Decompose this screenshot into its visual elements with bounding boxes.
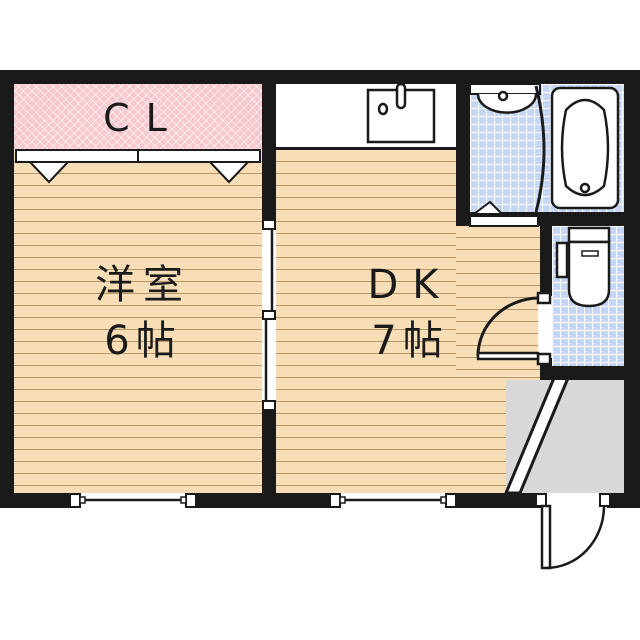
toilet-tank <box>567 226 611 244</box>
toilet-door-jamb-bottom <box>536 352 552 366</box>
dk-floor-lower <box>456 226 540 376</box>
wall-right <box>624 70 640 508</box>
closet-door-marker-right <box>207 161 251 184</box>
western-room-size: 6帖 <box>104 318 182 364</box>
closet-label: CL <box>103 96 183 140</box>
faucet <box>395 82 407 110</box>
window-jamb <box>69 493 81 508</box>
bathroom-threshold <box>469 215 539 227</box>
entrance-door-jamb-left <box>535 493 547 507</box>
toilet-seat-handle <box>581 250 599 257</box>
dk-size: 7帖 <box>371 318 449 364</box>
bathtub-drain <box>579 182 591 194</box>
toilet-door-swing[interactable] <box>476 296 539 357</box>
western-room-floor <box>14 150 262 493</box>
window-latch <box>440 496 447 504</box>
entrance-door-opening <box>545 493 607 508</box>
entrance-door-swing[interactable] <box>545 505 606 570</box>
window-jamb <box>329 493 341 508</box>
toilet-door-jamb-top <box>536 291 552 305</box>
window-latch <box>339 496 346 504</box>
toilet-paper-holder <box>555 241 569 279</box>
toilet-bowl <box>567 240 611 308</box>
bathtub-inner <box>560 98 610 197</box>
closet-door-left[interactable] <box>15 149 139 163</box>
window-latch <box>79 496 86 504</box>
bathroom-folding-door[interactable] <box>534 85 546 213</box>
window-latch <box>180 496 187 504</box>
entrance-door-leaf[interactable] <box>540 504 552 570</box>
closet-door-marker-left <box>27 161 71 184</box>
wall-toilet-bottom <box>540 366 640 380</box>
window-jamb <box>445 493 457 508</box>
sliding-door-jamb-mid <box>262 310 276 320</box>
sliding-door-jamb-bottom <box>262 400 276 411</box>
washbasin-drain <box>497 90 509 102</box>
entrance-door-jamb-right <box>599 493 611 507</box>
dk-name: DK <box>367 262 453 308</box>
closet-door-right[interactable] <box>137 149 261 163</box>
closet-area <box>14 84 262 150</box>
wall-left <box>0 70 14 508</box>
wall-bath-left <box>456 84 470 226</box>
washbasin <box>476 93 538 114</box>
toilet-door-opening <box>538 296 552 358</box>
toilet-door-leaf[interactable] <box>476 351 540 361</box>
western-room-name: 洋室 <box>95 262 191 308</box>
sliding-door-jamb-top <box>262 219 276 230</box>
window-jamb <box>185 493 197 508</box>
wall-top <box>0 70 640 84</box>
bathroom-door-marker <box>471 200 505 215</box>
sink-drain <box>377 102 389 116</box>
